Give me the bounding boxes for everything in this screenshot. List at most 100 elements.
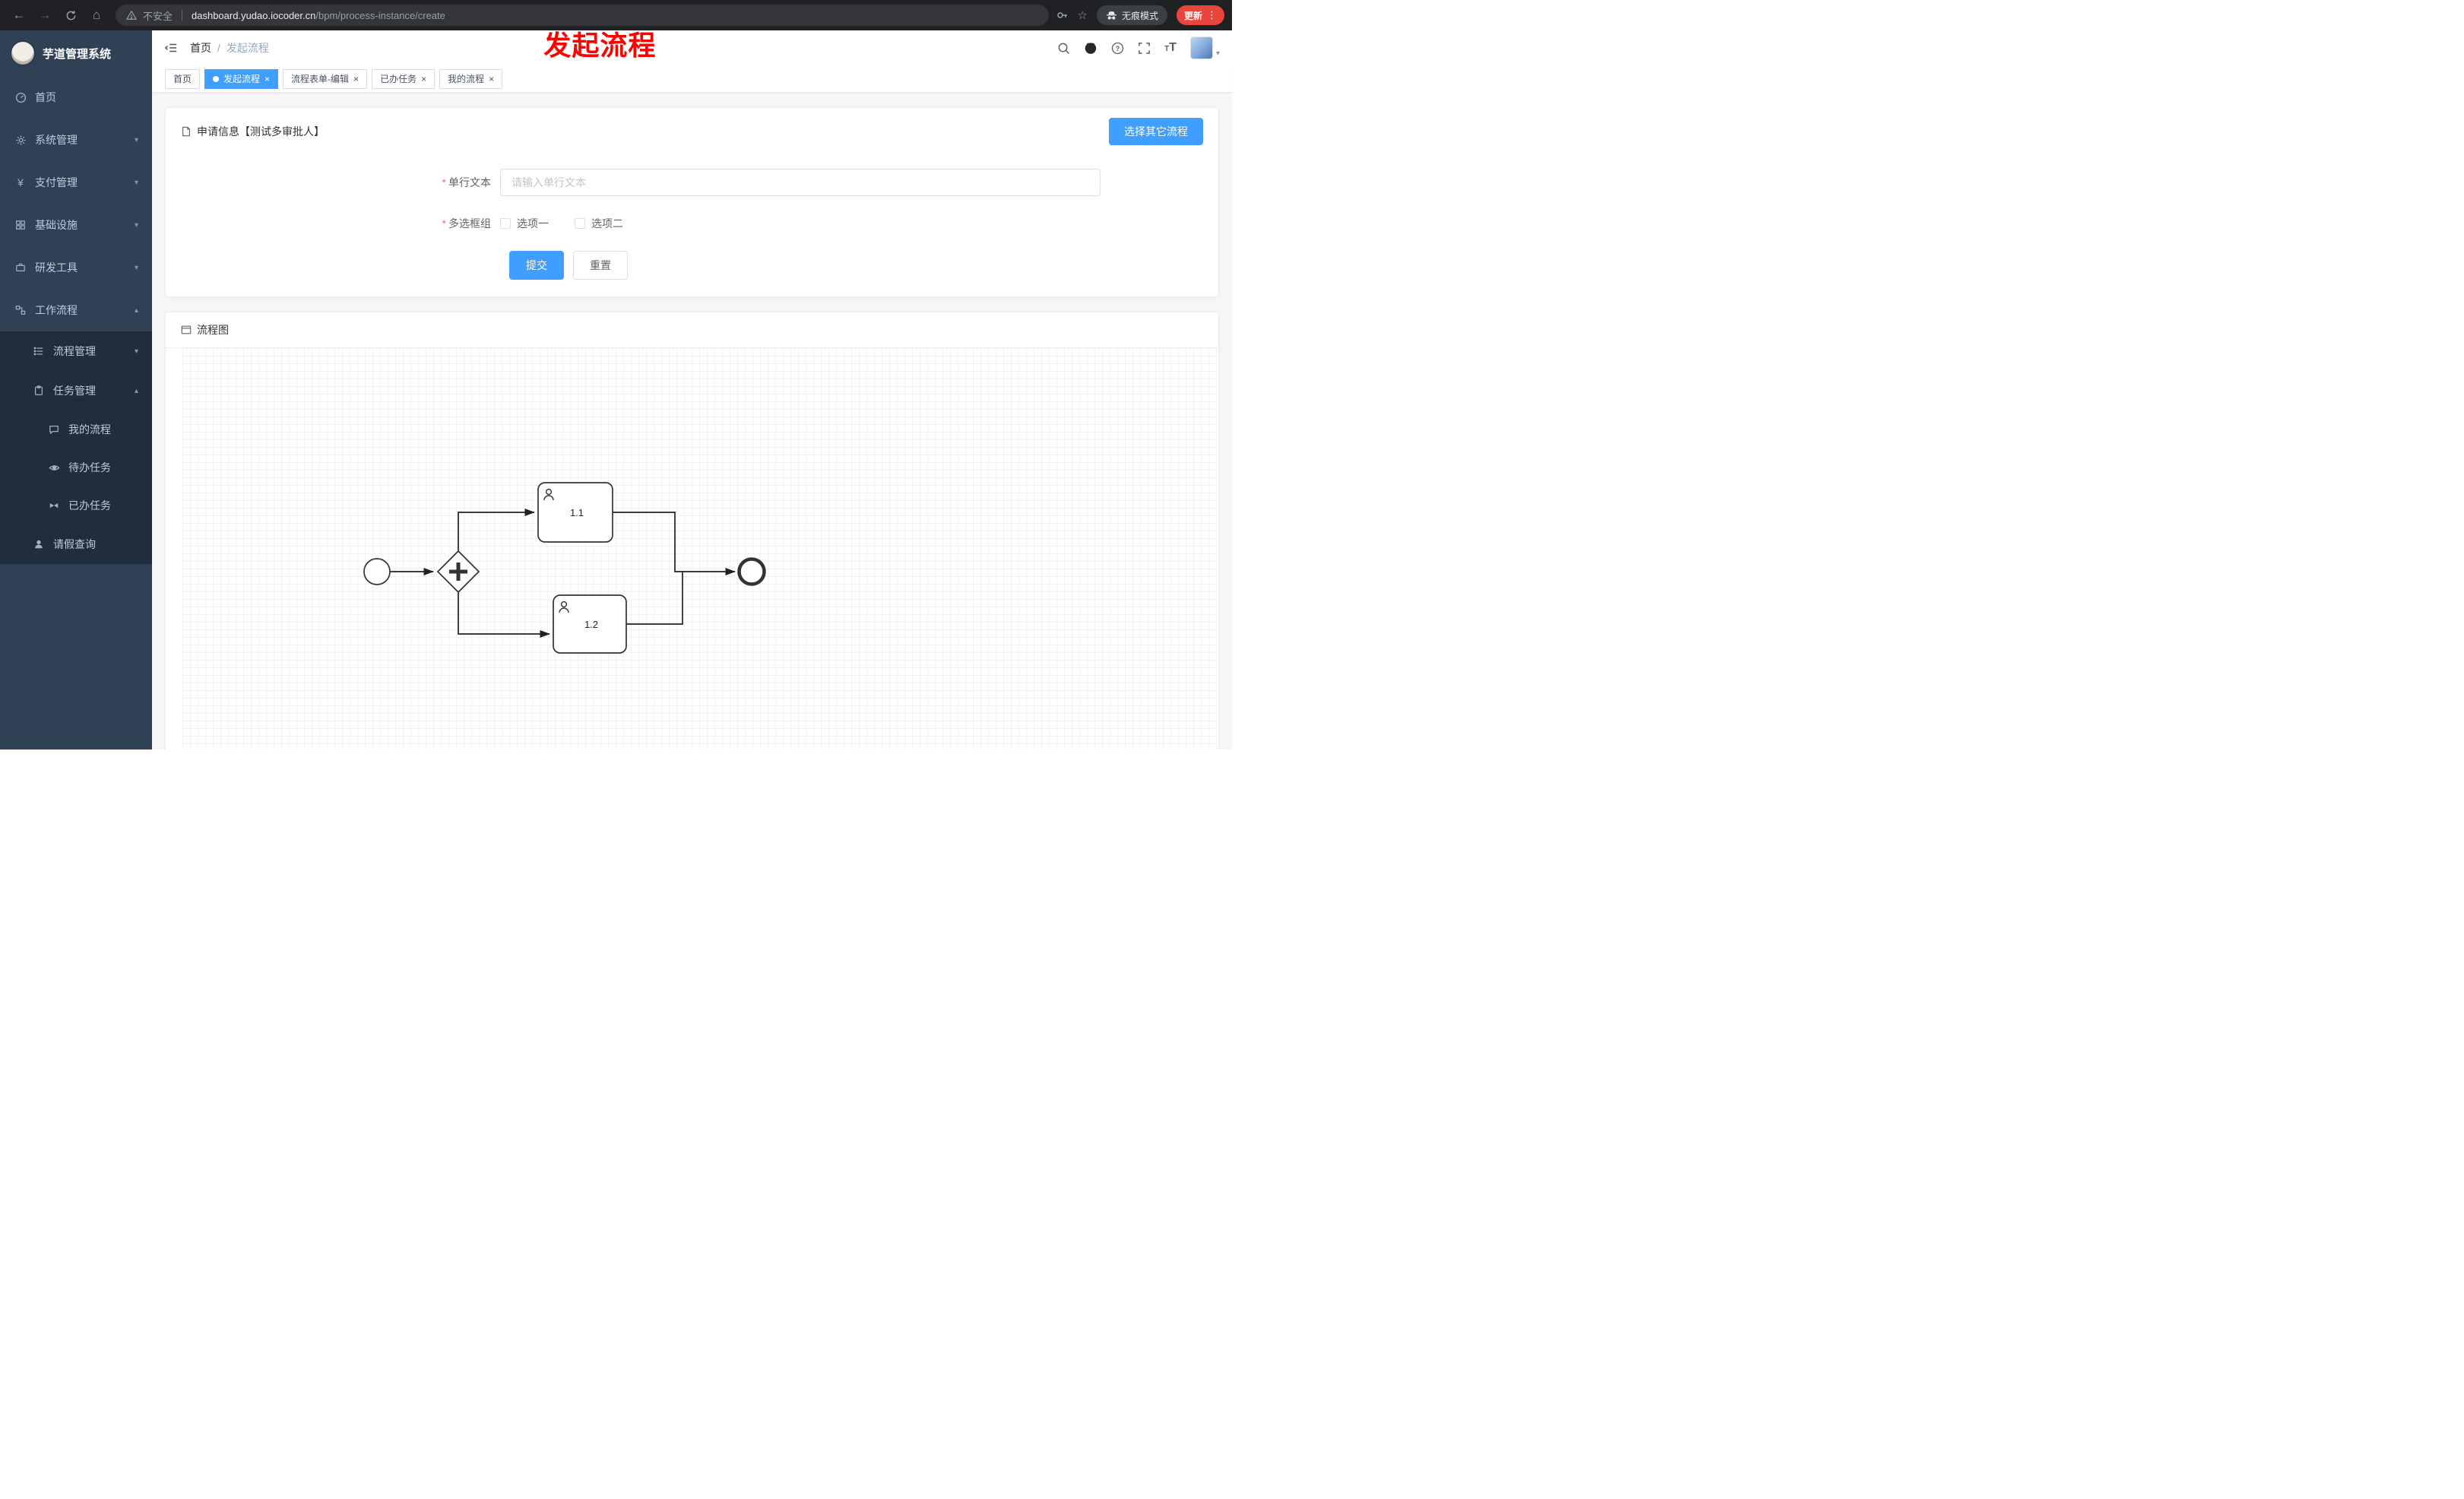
fullscreen-icon[interactable] bbox=[1138, 42, 1151, 55]
app-logo: 芋道管理系统 bbox=[0, 30, 152, 76]
gear-icon bbox=[14, 135, 27, 146]
sidebar-item-process-management[interactable]: 流程管理 ▾ bbox=[0, 331, 152, 371]
reset-button[interactable]: 重置 bbox=[573, 251, 628, 280]
sidebar-item-my-processes[interactable]: 我的流程 bbox=[0, 410, 152, 448]
tab-process-form-edit[interactable]: 流程表单-编辑 × bbox=[283, 68, 368, 89]
app-title: 芋道管理系统 bbox=[43, 47, 112, 61]
checkbox-icon[interactable] bbox=[575, 218, 585, 229]
clipboard-icon bbox=[32, 385, 46, 396]
bookmark-star-icon[interactable]: ☆ bbox=[1077, 9, 1088, 22]
logo-avatar bbox=[11, 41, 35, 65]
sequence-flow-gateway-task2 bbox=[458, 592, 550, 639]
warning-icon bbox=[126, 10, 137, 21]
tab-my-processes[interactable]: 我的流程 × bbox=[439, 68, 503, 89]
text-field-label: *单行文本 bbox=[442, 176, 491, 189]
yen-icon: ¥ bbox=[17, 176, 24, 189]
parallel-gateway bbox=[436, 550, 480, 594]
start-event bbox=[363, 558, 391, 585]
task-label: 1.1 bbox=[570, 507, 584, 518]
chevron-down-icon: ▾ bbox=[134, 347, 138, 356]
checkbox-group: 选项一 选项二 bbox=[500, 216, 623, 231]
sidebar-item-devtools[interactable]: 研发工具 ▾ bbox=[0, 246, 152, 289]
submit-button[interactable]: 提交 bbox=[509, 251, 564, 280]
sidebar-item-leave-query[interactable]: 请假查询 bbox=[0, 524, 152, 564]
bpmn-diagram: 1.1 1.2 bbox=[363, 482, 766, 654]
task-label: 1.2 bbox=[584, 619, 598, 630]
required-asterisk: * bbox=[442, 217, 446, 230]
forward-icon[interactable]: → bbox=[38, 8, 52, 22]
choose-other-process-button[interactable]: 选择其它流程 bbox=[1109, 118, 1203, 145]
checkbox-icon[interactable] bbox=[500, 218, 511, 229]
bowtie-icon bbox=[47, 500, 61, 511]
sequence-flow-gateway-task1 bbox=[458, 508, 535, 551]
list-icon bbox=[32, 346, 46, 357]
checkbox-option-2[interactable]: 选项二 bbox=[575, 216, 623, 231]
chevron-up-icon: ▴ bbox=[134, 306, 138, 315]
content-area: 申请信息【测试多审批人】 选择其它流程 *单行文本 *多选框组 选项一 bbox=[152, 93, 1232, 750]
tabs-bar: 首页 发起流程 × 流程表单-编辑 × 已办任务 × 我的流程 × bbox=[152, 65, 1232, 93]
required-asterisk: * bbox=[442, 176, 446, 189]
address-bar[interactable]: 不安全 dashboard.yudao.iocoder.cn/bpm/proce… bbox=[116, 5, 1049, 26]
breadcrumb-home[interactable]: 首页 bbox=[190, 42, 211, 54]
breadcrumb: 首页 / 发起流程 bbox=[190, 40, 269, 55]
breadcrumb-current: 发起流程 bbox=[226, 42, 269, 54]
help-icon[interactable]: ? bbox=[1111, 42, 1124, 55]
caret-down-icon: ▾ bbox=[1215, 49, 1220, 58]
sidebar-item-infrastructure[interactable]: 基础设施 ▾ bbox=[0, 204, 152, 246]
reload-icon[interactable] bbox=[59, 4, 82, 27]
browser-menu-icon[interactable]: ⋮ bbox=[1207, 9, 1217, 21]
font-size-icon[interactable]: TT bbox=[1164, 41, 1177, 54]
sidebar-item-payment[interactable]: ¥ 支付管理 ▾ bbox=[0, 161, 152, 204]
tab-home[interactable]: 首页 bbox=[165, 68, 201, 89]
close-icon[interactable]: × bbox=[489, 73, 495, 84]
checkbox-option-1[interactable]: 选项一 bbox=[500, 216, 549, 231]
avatar[interactable] bbox=[1189, 36, 1213, 59]
person-icon bbox=[32, 539, 46, 550]
browser-chrome: ← → ⌂ 不安全 dashboard.yudao.iocoder.cn/bpm… bbox=[0, 0, 1232, 30]
breadcrumb-separator: / bbox=[217, 42, 220, 54]
toolbox-icon bbox=[14, 262, 27, 273]
back-icon[interactable]: ← bbox=[12, 8, 26, 22]
browser-update-button[interactable]: 更新 ⋮ bbox=[1176, 5, 1224, 25]
sidebar-item-home[interactable]: 首页 bbox=[0, 76, 152, 119]
bpmn-canvas[interactable]: 1.1 1.2 bbox=[182, 348, 1217, 750]
security-label: 不安全 bbox=[143, 10, 173, 22]
incognito-badge: 无痕模式 bbox=[1096, 5, 1167, 25]
dashboard-icon bbox=[14, 92, 27, 103]
checkbox-group-label: *多选框组 bbox=[442, 217, 491, 230]
tab-done-tasks[interactable]: 已办任务 × bbox=[372, 68, 435, 89]
sequence-flow-task2-join bbox=[626, 572, 683, 625]
close-icon[interactable]: × bbox=[264, 73, 271, 84]
chevron-down-icon: ▾ bbox=[134, 135, 138, 144]
single-line-text-input[interactable] bbox=[500, 169, 1101, 196]
home-icon[interactable]: ⌂ bbox=[92, 8, 101, 22]
page-url: dashboard.yudao.iocoder.cn/bpm/process-i… bbox=[192, 9, 445, 21]
document-icon bbox=[181, 126, 192, 137]
active-dot bbox=[213, 75, 220, 82]
application-form-card: 申请信息【测试多审批人】 选择其它流程 *单行文本 *多选框组 选项一 bbox=[165, 107, 1219, 297]
sidebar-item-workflow[interactable]: 工作流程 ▴ bbox=[0, 289, 152, 331]
tab-initiate-process[interactable]: 发起流程 × bbox=[204, 68, 279, 89]
svg-text:?: ? bbox=[1116, 44, 1120, 52]
user-menu[interactable]: ▾ bbox=[1189, 36, 1220, 59]
github-icon[interactable] bbox=[1084, 41, 1097, 55]
sidebar-item-done-tasks[interactable]: 已办任务 bbox=[0, 486, 152, 524]
incognito-icon bbox=[1106, 11, 1117, 20]
key-icon[interactable] bbox=[1056, 9, 1069, 21]
sidebar-fold-icon[interactable] bbox=[164, 41, 178, 55]
end-event bbox=[737, 557, 766, 586]
close-icon[interactable]: × bbox=[353, 73, 359, 84]
process-diagram-card: 流程图 bbox=[165, 312, 1219, 750]
sidebar: 芋道管理系统 首页 系统管理 ▾ ¥ 支付管理 ▾ bbox=[0, 30, 152, 750]
diagram-card-title: 流程图 bbox=[197, 324, 229, 336]
sidebar-item-task-management[interactable]: 任务管理 ▴ bbox=[0, 371, 152, 410]
sidebar-item-pending-tasks[interactable]: 待办任务 bbox=[0, 448, 152, 486]
chevron-down-icon: ▾ bbox=[134, 220, 138, 230]
chevron-down-icon: ▾ bbox=[134, 263, 138, 272]
sequence-flow-task1-end bbox=[613, 512, 736, 576]
search-icon[interactable] bbox=[1057, 42, 1070, 55]
header: 首页 / 发起流程 ? bbox=[152, 30, 1232, 65]
close-icon[interactable]: × bbox=[421, 73, 427, 84]
workflow-icon bbox=[14, 305, 27, 315]
sidebar-item-system[interactable]: 系统管理 ▾ bbox=[0, 119, 152, 161]
